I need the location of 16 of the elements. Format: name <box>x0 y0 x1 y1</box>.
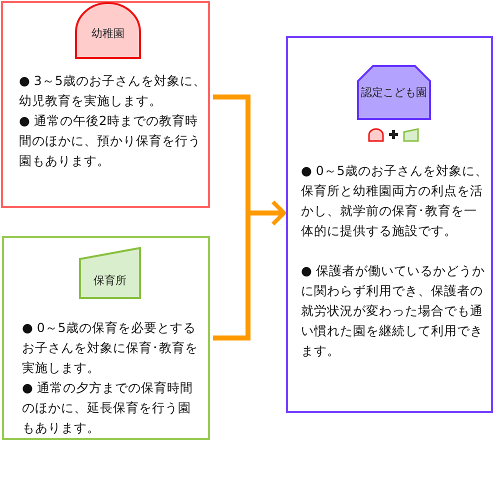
bullet-text: ● 通常の夕方までの保育時間のほかに、延長保育を行う園もあります。 <box>22 379 194 437</box>
info-panel <box>2 236 210 440</box>
tab-label: 認定こども園 <box>360 85 428 100</box>
bullet-text: ● 0～5歳の保育を必要とするお子さんを対象に保育･教育を実施します。 <box>22 319 199 377</box>
info-panel <box>286 36 493 413</box>
trapezoid-tab <box>79 247 141 299</box>
bullet-text: ● 3～5歳のお子さんを対象に、幼児教育を実施します。 <box>19 72 207 110</box>
bullet-text: ● 0～5歳のお子さんを対象に、保育所と幼稚園両方の利点を活かし、就学前の保育･教育を一体的に提供する施設です。 <box>301 162 489 240</box>
octagon-tab <box>357 65 431 120</box>
dome-tab <box>75 2 141 59</box>
tab-label: 保育所 <box>92 273 128 288</box>
bullet-text: ● 保護者が働いているかどうかに関わらず利用でき、保護者の就労状況が変わった場合でも通い慣れた園を継続して利用できます。 <box>301 262 486 360</box>
info-panel <box>1 1 210 208</box>
connector-arrow <box>213 200 286 340</box>
bullet-text: ● 通常の午後2時までの教育時間のほかに、預かり保育を行う園もあります。 <box>19 112 202 170</box>
tab-label: 幼稚園 <box>90 26 126 41</box>
